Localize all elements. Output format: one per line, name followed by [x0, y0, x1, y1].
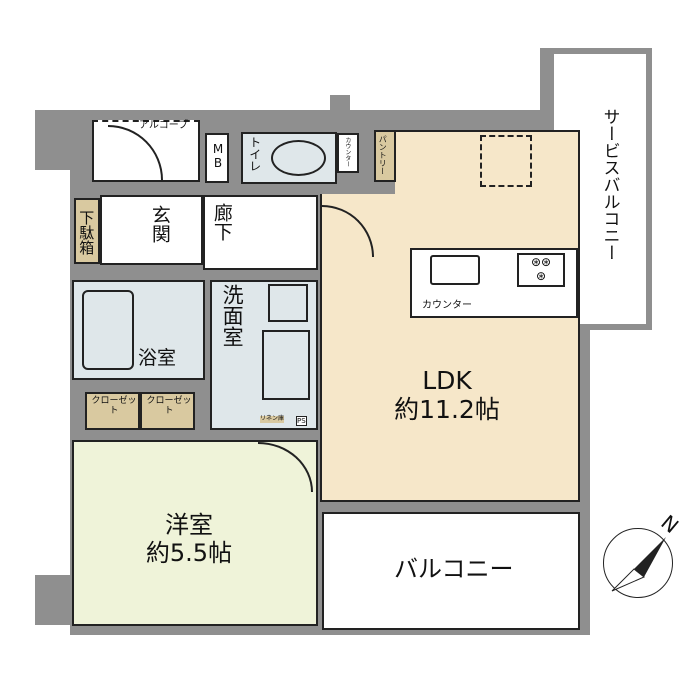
toilet: トイレ: [241, 132, 337, 184]
linen-label: リネン庫: [260, 415, 285, 423]
ps-label: PS: [296, 416, 307, 427]
bathroom-label: 浴室: [138, 347, 177, 369]
pantry-label: パントリー: [378, 135, 388, 175]
western-size: 約5.5帖: [145, 538, 233, 567]
ldk-name: LDK: [422, 366, 472, 395]
bathtub-icon: [82, 290, 134, 370]
washroom: 洗面室 リネン庫 PS: [210, 280, 318, 430]
ldk-label: LDK 約11.2帖: [382, 366, 512, 425]
service-balcony-label: サービスバルコニー: [599, 107, 620, 261]
balcony-label: バルコニー: [394, 555, 514, 583]
wall-top-shaft: [330, 95, 350, 125]
mb-label: MB: [212, 142, 224, 170]
hallway: 廊下: [203, 195, 318, 270]
sink-icon: [430, 255, 480, 285]
wall-left-notch: [35, 110, 75, 170]
closet-2: クローゼット: [140, 392, 195, 430]
shoe-box: 下駄箱: [74, 198, 100, 264]
shoe-box-label: 下駄箱: [77, 209, 96, 255]
ldk-size: 約11.2帖: [394, 394, 500, 424]
western-label: 洋室 約5.5帖: [124, 511, 254, 567]
entrance: 玄関: [100, 195, 203, 265]
washroom-label: 洗面室: [220, 284, 245, 347]
toilet-counter-label: カウンター: [343, 137, 351, 167]
mb: MB: [205, 133, 229, 183]
toilet-label: トイレ: [247, 136, 262, 172]
alcove-label: アルコーブ: [139, 120, 189, 131]
kitchen-counter: ⊛⊛⊛ カウンター: [410, 248, 578, 318]
stove-icon: ⊛⊛⊛: [517, 253, 565, 287]
balcony: バルコニー: [322, 512, 580, 630]
western-name: 洋室: [165, 511, 213, 539]
pantry: パントリー: [374, 130, 396, 182]
closet-1: クローゼット: [85, 392, 140, 430]
bathroom: 浴室: [72, 280, 205, 380]
closet-2-label: クローゼット: [146, 396, 192, 417]
toilet-bowl-icon: [271, 140, 326, 176]
fridge-space: [480, 135, 532, 187]
washer-icon: [268, 284, 308, 322]
closet-1-label: クローゼット: [91, 396, 137, 417]
basin-icon: [262, 330, 310, 400]
compass-arrow-icon: [611, 537, 666, 592]
toilet-counter: カウンター: [337, 133, 359, 173]
compass: N: [603, 510, 683, 598]
hallway-label: 廊下: [210, 203, 233, 241]
entrance-label: 玄関: [148, 205, 171, 243]
wall-left-notch-bottom: [35, 575, 75, 625]
counter-label: カウンター: [422, 300, 472, 311]
